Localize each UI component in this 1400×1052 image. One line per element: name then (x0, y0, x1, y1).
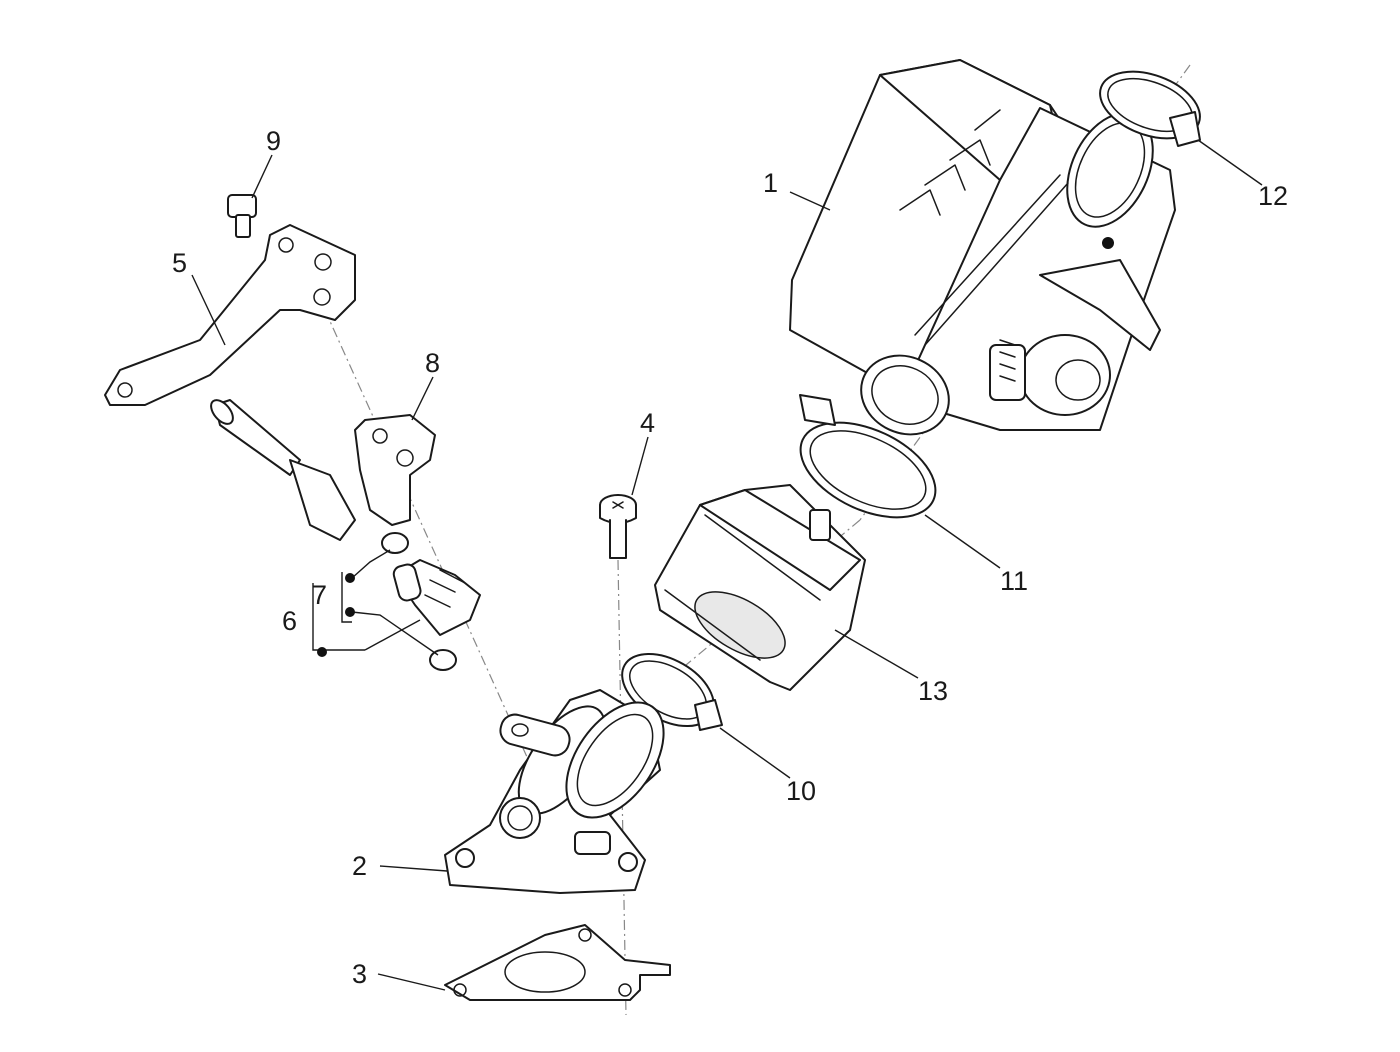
hose-clamp-part-11 (799, 394, 937, 519)
callout-12: 12 (1258, 181, 1288, 211)
callout-8: 8 (425, 348, 440, 378)
intake-manifold-part-2 (444, 689, 665, 894)
callout-2: 2 (352, 851, 367, 881)
callout-9: 9 (266, 126, 281, 156)
callout-6: 6 (282, 606, 297, 636)
callout-1: 1 (763, 168, 778, 198)
gasket-part-3 (444, 924, 671, 1001)
callout-3: 3 (352, 959, 367, 989)
bolt-part-9 (227, 194, 257, 238)
screw-part-4 (599, 494, 637, 559)
callout-13: 13 (918, 676, 948, 706)
callout-11: 11 (1000, 566, 1028, 596)
callout-7: 7 (312, 580, 327, 610)
throttle-body-part-1 (789, 59, 1176, 436)
sensor-part-6 (392, 559, 481, 671)
bracket-part-5 (104, 224, 356, 406)
callout-10: 10 (786, 776, 816, 806)
callout-4: 4 (640, 408, 655, 438)
callouts: 1 2 3 4 5 6 7 8 9 10 11 12 13 (172, 126, 1288, 991)
hose-clamp-part-12 (1099, 70, 1201, 147)
intake-adaptor-part-13 (654, 484, 866, 691)
callout-5: 5 (172, 248, 187, 278)
sensor-bracket-part-8 (210, 399, 436, 554)
